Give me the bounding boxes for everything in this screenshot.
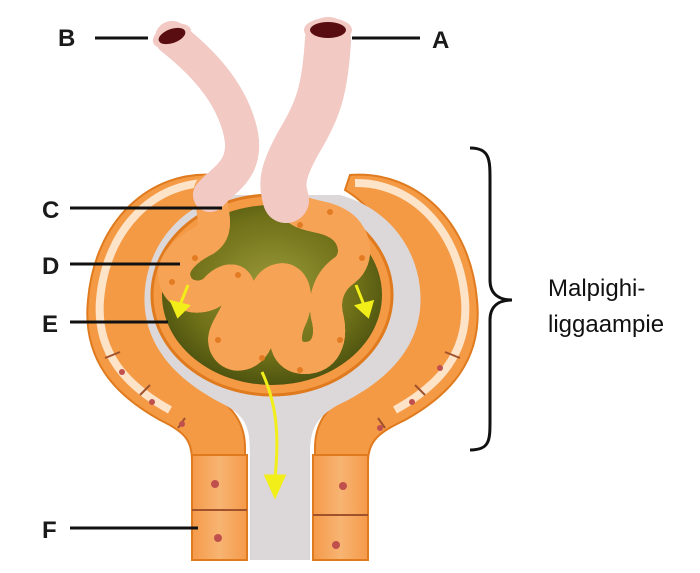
- afferent-lumen: [310, 22, 346, 38]
- label-a: A: [432, 27, 449, 54]
- caption-line-1: Malpighi-: [548, 275, 645, 302]
- leader-lines: [70, 36, 420, 530]
- filtration-arrows: [169, 284, 375, 500]
- capillary-loops: [174, 164, 354, 374]
- tubule-wall-left: [191, 454, 248, 561]
- glomerulus: [150, 164, 394, 397]
- label-d: D: [42, 253, 59, 280]
- caption-line-2: liggaampie: [548, 311, 664, 338]
- label-f: F: [42, 517, 57, 544]
- capsule-cell-nuclei: [119, 365, 443, 431]
- efferent-lumen: [158, 27, 186, 45]
- tubule-wall-right: [312, 454, 369, 561]
- label-c: C: [42, 197, 59, 224]
- afferent-arteriole: [283, 17, 351, 223]
- podocyte-dots: [169, 209, 365, 373]
- label-e: E: [42, 311, 58, 338]
- label-b: B: [58, 25, 75, 52]
- efferent-arteriole: [155, 21, 242, 212]
- malpighian-bracket: [469, 146, 513, 452]
